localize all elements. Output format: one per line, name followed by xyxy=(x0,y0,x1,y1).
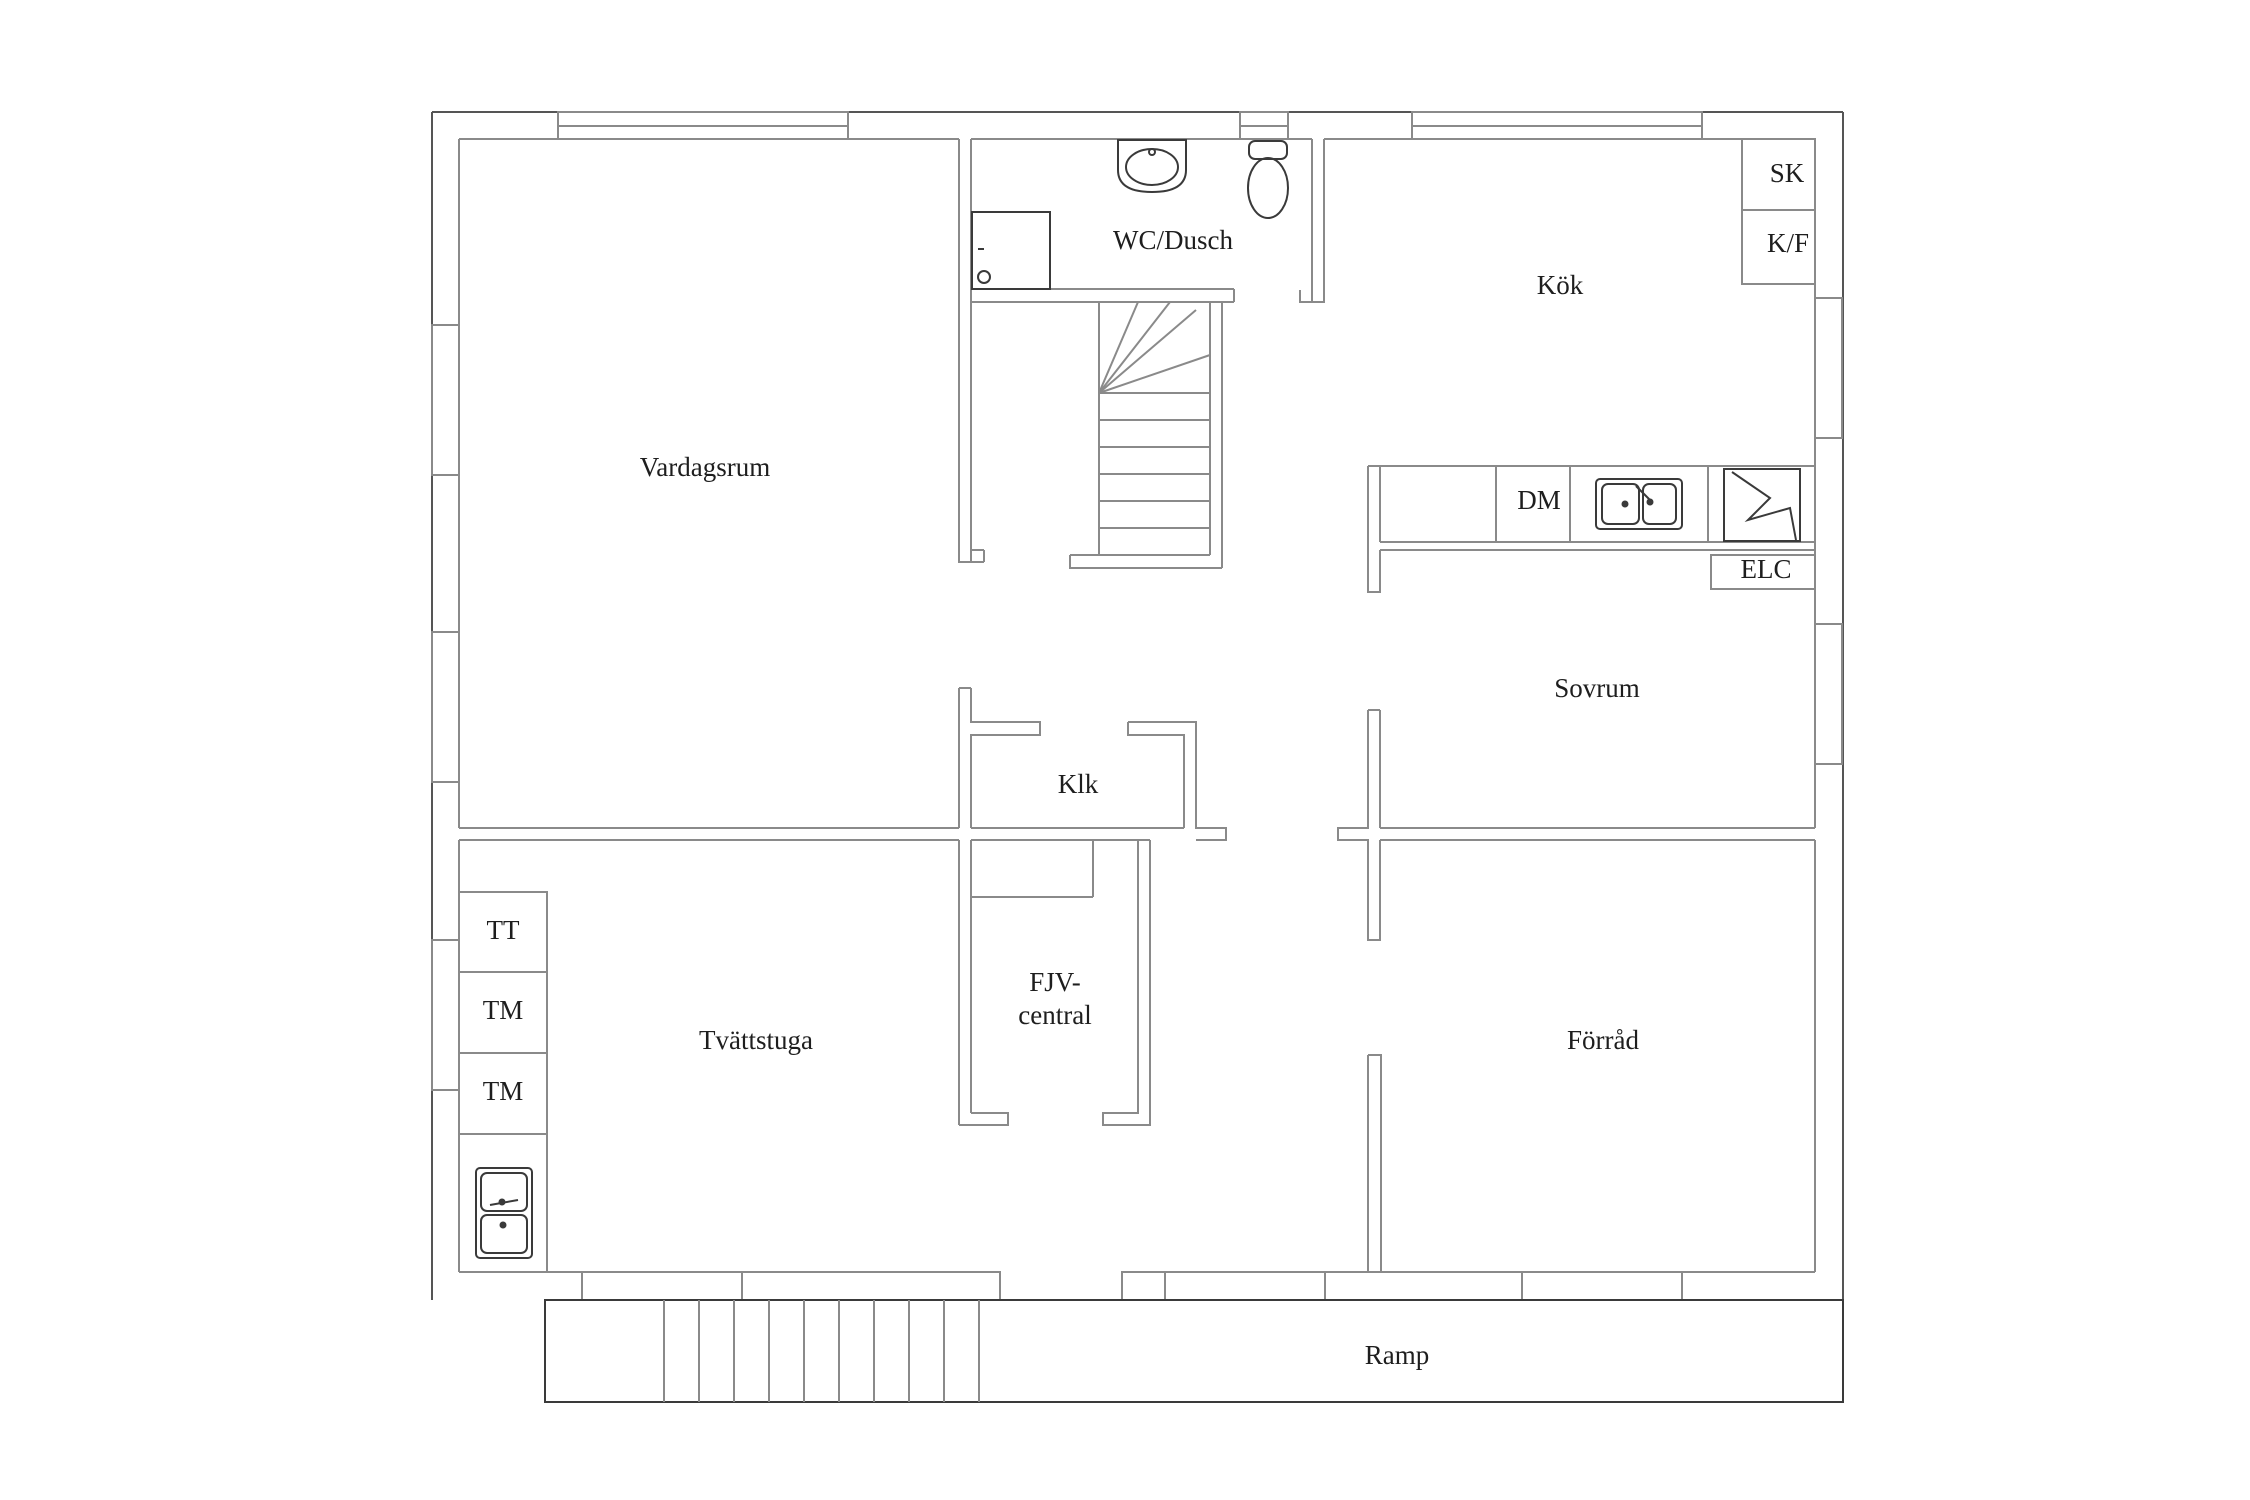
kitchen-cabinets-top-right xyxy=(1741,138,1816,285)
label-fjv-line1: FJV- xyxy=(1029,967,1081,997)
laundry-machines xyxy=(458,891,548,1272)
label-kf: K/F xyxy=(1767,228,1809,258)
stove-vent xyxy=(1723,468,1801,542)
label-tm-2: TM xyxy=(483,1076,524,1106)
washbasin-wc xyxy=(1117,139,1187,194)
label-klk: Klk xyxy=(1058,769,1099,799)
label-ramp: Ramp xyxy=(1365,1340,1430,1370)
ramp xyxy=(544,1299,1844,1403)
label-kok: Kök xyxy=(1537,270,1584,300)
staircase xyxy=(1098,301,1211,555)
label-sovrum: Sovrum xyxy=(1554,673,1640,703)
label-wc-dusch: WC/Dusch xyxy=(1113,225,1233,255)
windows xyxy=(431,111,1843,1301)
label-sk: SK xyxy=(1770,158,1805,188)
label-forrad: Förråd xyxy=(1567,1025,1639,1055)
label-fjv-line2: central xyxy=(1018,1000,1091,1030)
kitchen-sink xyxy=(1595,478,1683,530)
label-tvattstuga: Tvättstuga xyxy=(699,1025,813,1055)
laundry-sink xyxy=(475,1167,533,1259)
label-vardagsrum: Vardagsrum xyxy=(640,452,770,482)
shower xyxy=(971,211,1051,290)
label-tt: TT xyxy=(487,915,520,945)
outer-walls xyxy=(431,111,1844,1300)
electric-cabinet xyxy=(1710,554,1816,590)
label-elc: ELC xyxy=(1741,554,1792,584)
label-tm-1: TM xyxy=(483,995,524,1025)
toilet xyxy=(1247,140,1289,219)
interior-walls xyxy=(459,139,1815,1300)
kitchen-counter xyxy=(1379,466,1815,543)
label-dm: DM xyxy=(1517,485,1561,515)
